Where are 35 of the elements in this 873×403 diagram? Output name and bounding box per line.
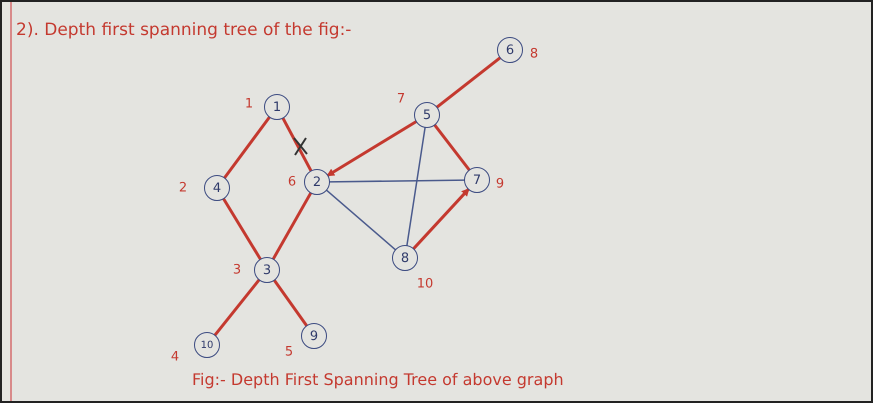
graph-edge xyxy=(326,120,418,178)
vertex-circle: 3 xyxy=(254,257,280,283)
caption: Fig:- Depth First Spanning Tree of above graph xyxy=(192,370,564,389)
visit-order-number: 8 xyxy=(530,46,538,62)
vertex-circle: 7 xyxy=(464,167,490,193)
vertex-circle: 9 xyxy=(301,323,327,349)
graph-edge xyxy=(222,197,262,261)
graph-edge xyxy=(222,116,272,180)
graph-edge xyxy=(412,188,470,250)
visit-order-number: 3 xyxy=(232,262,242,278)
visit-order-number: 5 xyxy=(284,344,294,360)
vertex-circle: 10 xyxy=(194,332,220,358)
visit-order-number: 9 xyxy=(496,176,504,192)
graph-edge xyxy=(272,278,308,328)
visit-order-number: 4 xyxy=(170,350,180,364)
visit-order-number: 2 xyxy=(178,180,188,196)
vertex-circle: 5 xyxy=(414,102,440,128)
title: 2). Depth first spanning tree of the fig:- xyxy=(16,20,352,40)
graph-edge xyxy=(406,126,426,246)
graph-edge xyxy=(272,192,312,260)
visit-order-number: 1 xyxy=(244,96,254,112)
graph-edge xyxy=(436,56,502,109)
vertex-circle: 8 xyxy=(392,245,418,271)
graph-edge xyxy=(281,116,313,172)
graph-edge xyxy=(326,189,396,251)
graph-edge xyxy=(433,124,471,172)
graph-edge xyxy=(213,278,261,337)
visit-order-number: 6 xyxy=(288,174,296,190)
visit-order-number: 10 xyxy=(416,276,434,292)
graph-edge xyxy=(328,179,466,183)
vertex-circle: 1 xyxy=(264,94,290,120)
vertex-circle: 2 xyxy=(304,169,330,195)
visit-order-number: 7 xyxy=(396,92,406,106)
vertex-circle: 4 xyxy=(204,175,230,201)
vertex-circle: 6 xyxy=(497,37,523,63)
